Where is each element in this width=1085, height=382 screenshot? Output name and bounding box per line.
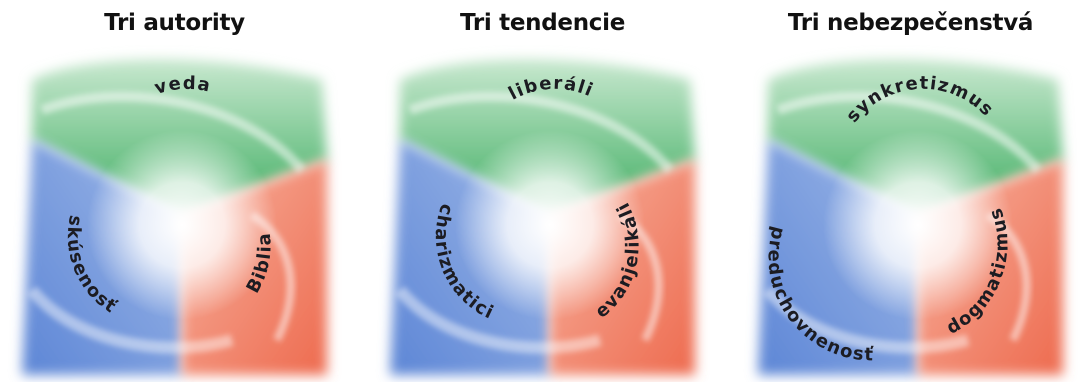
circle-diagram: veda skúsenosť Biblia bbox=[2, 40, 347, 382]
panel-autority: Tri autority veda skúsenosť Biblia bbox=[2, 0, 347, 382]
circle-diagram: liberáli charizmatici evanjelikáli bbox=[370, 40, 715, 382]
panel-title: Tri autority bbox=[104, 10, 245, 36]
swirl-stroke bbox=[776, 91, 1042, 174]
swirl-stroke bbox=[27, 286, 234, 354]
center-glow bbox=[455, 130, 645, 320]
panel-nebezpecenstva: Tri nebezpečenstvá synkretizmus preducho… bbox=[738, 0, 1083, 382]
panel-title: Tri tendencie bbox=[459, 10, 626, 36]
swirl-background bbox=[758, 59, 1063, 375]
swirl-stroke bbox=[763, 286, 970, 354]
swirl-background bbox=[390, 59, 695, 375]
panel-title: Tri nebezpečenstvá bbox=[787, 10, 1034, 36]
center-glow bbox=[823, 130, 1013, 320]
swirl-stroke bbox=[40, 91, 306, 174]
panel-tendencie: Tri tendencie liberáli charizmatici evan… bbox=[370, 0, 715, 382]
swirl-stroke bbox=[395, 286, 602, 354]
swirl-background bbox=[22, 59, 327, 375]
center-glow bbox=[87, 130, 277, 320]
swirl-stroke bbox=[408, 91, 674, 174]
circle-diagram: synkretizmus preduchovnenosť dogmatizmus bbox=[738, 40, 1083, 382]
